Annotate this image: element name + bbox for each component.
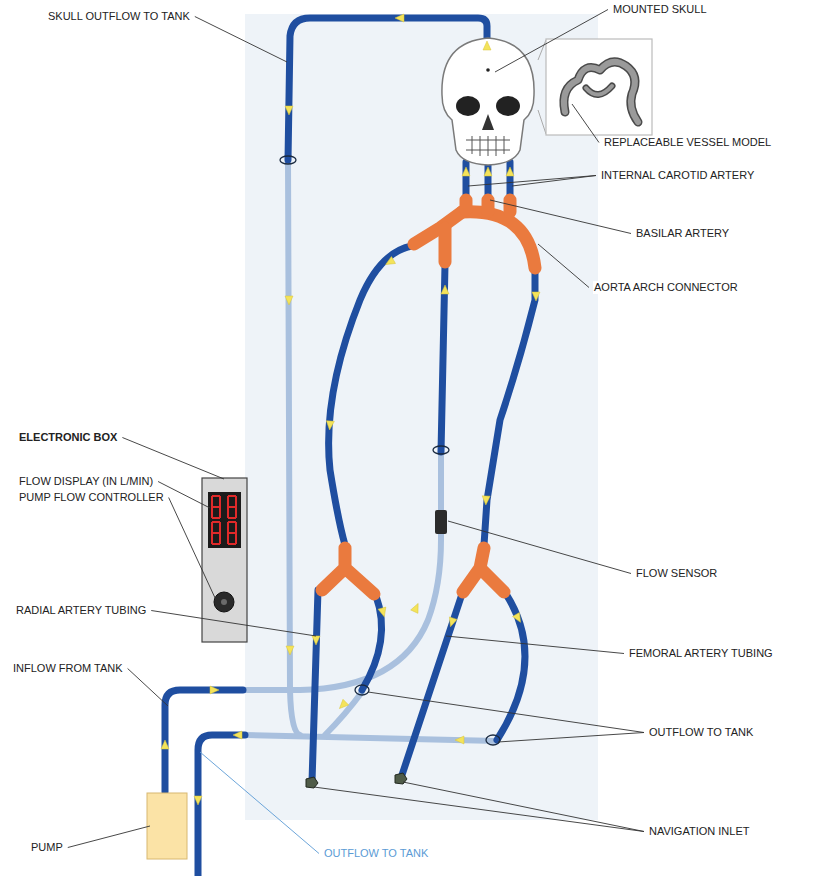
- part-label: BASILAR ARTERY: [635, 227, 730, 240]
- flow-arrow: [161, 14, 540, 805]
- leader-line: [468, 176, 596, 187]
- part-label: AORTA ARCH CONNECTOR: [593, 281, 739, 294]
- part-label: MOUNTED SKULL: [612, 3, 708, 16]
- part-label: NAVIGATION INLET: [648, 825, 750, 838]
- part-label: SKULL OUTFLOW TO TANK: [47, 10, 191, 23]
- pump: [147, 793, 187, 859]
- leader-line: [151, 611, 316, 637]
- leader-line: [128, 669, 168, 707]
- skull: [442, 38, 534, 165]
- part-label: INFLOW FROM TANK: [12, 662, 124, 675]
- leader-line: [498, 733, 644, 743]
- part-label: ELECTRONIC BOX: [18, 431, 118, 444]
- leader-line: [490, 200, 631, 234]
- electronic-box: [202, 478, 247, 642]
- leader-line: [446, 636, 624, 654]
- leader-line: [368, 692, 644, 733]
- tube-ring: [280, 156, 500, 745]
- part-label: REPLACEABLE VESSEL MODEL: [603, 136, 772, 149]
- leader-line: [195, 17, 287, 63]
- leader-line: [122, 438, 224, 480]
- leader-line: [538, 244, 589, 288]
- leader-line: [572, 104, 599, 143]
- part-label: PUMP FLOW CONTROLLER: [18, 491, 165, 504]
- leader-line: [158, 482, 210, 509]
- part-label: FLOW DISPLAY (IN L/MIN): [18, 475, 154, 488]
- tubing: [165, 18, 535, 876]
- leader-line: [200, 752, 319, 854]
- part-label: RADIAL ARTERY TUBING: [15, 604, 147, 617]
- leader-line: [314, 787, 644, 832]
- mounting-panel: [245, 14, 598, 820]
- leader-line: [495, 10, 608, 73]
- part-label: FLOW SENSOR: [635, 567, 718, 580]
- part-label: PUMP: [30, 841, 64, 854]
- flow-sensor: [435, 510, 447, 534]
- leader-line: [512, 176, 596, 187]
- navigation-inlet: [306, 773, 407, 788]
- leader-line: [448, 521, 631, 574]
- leader-line: [169, 498, 216, 601]
- leader-line: [68, 826, 150, 848]
- part-label: FEMORAL ARTERY TUBING: [628, 647, 774, 660]
- vessel-model-inset: [538, 39, 652, 135]
- part-label: OUTFLOW TO TANK: [648, 726, 754, 739]
- leader-line: [403, 782, 644, 832]
- part-label: OUTFLOW TO TANK: [323, 847, 429, 860]
- part-label: INTERNAL CAROTID ARTERY: [600, 169, 755, 182]
